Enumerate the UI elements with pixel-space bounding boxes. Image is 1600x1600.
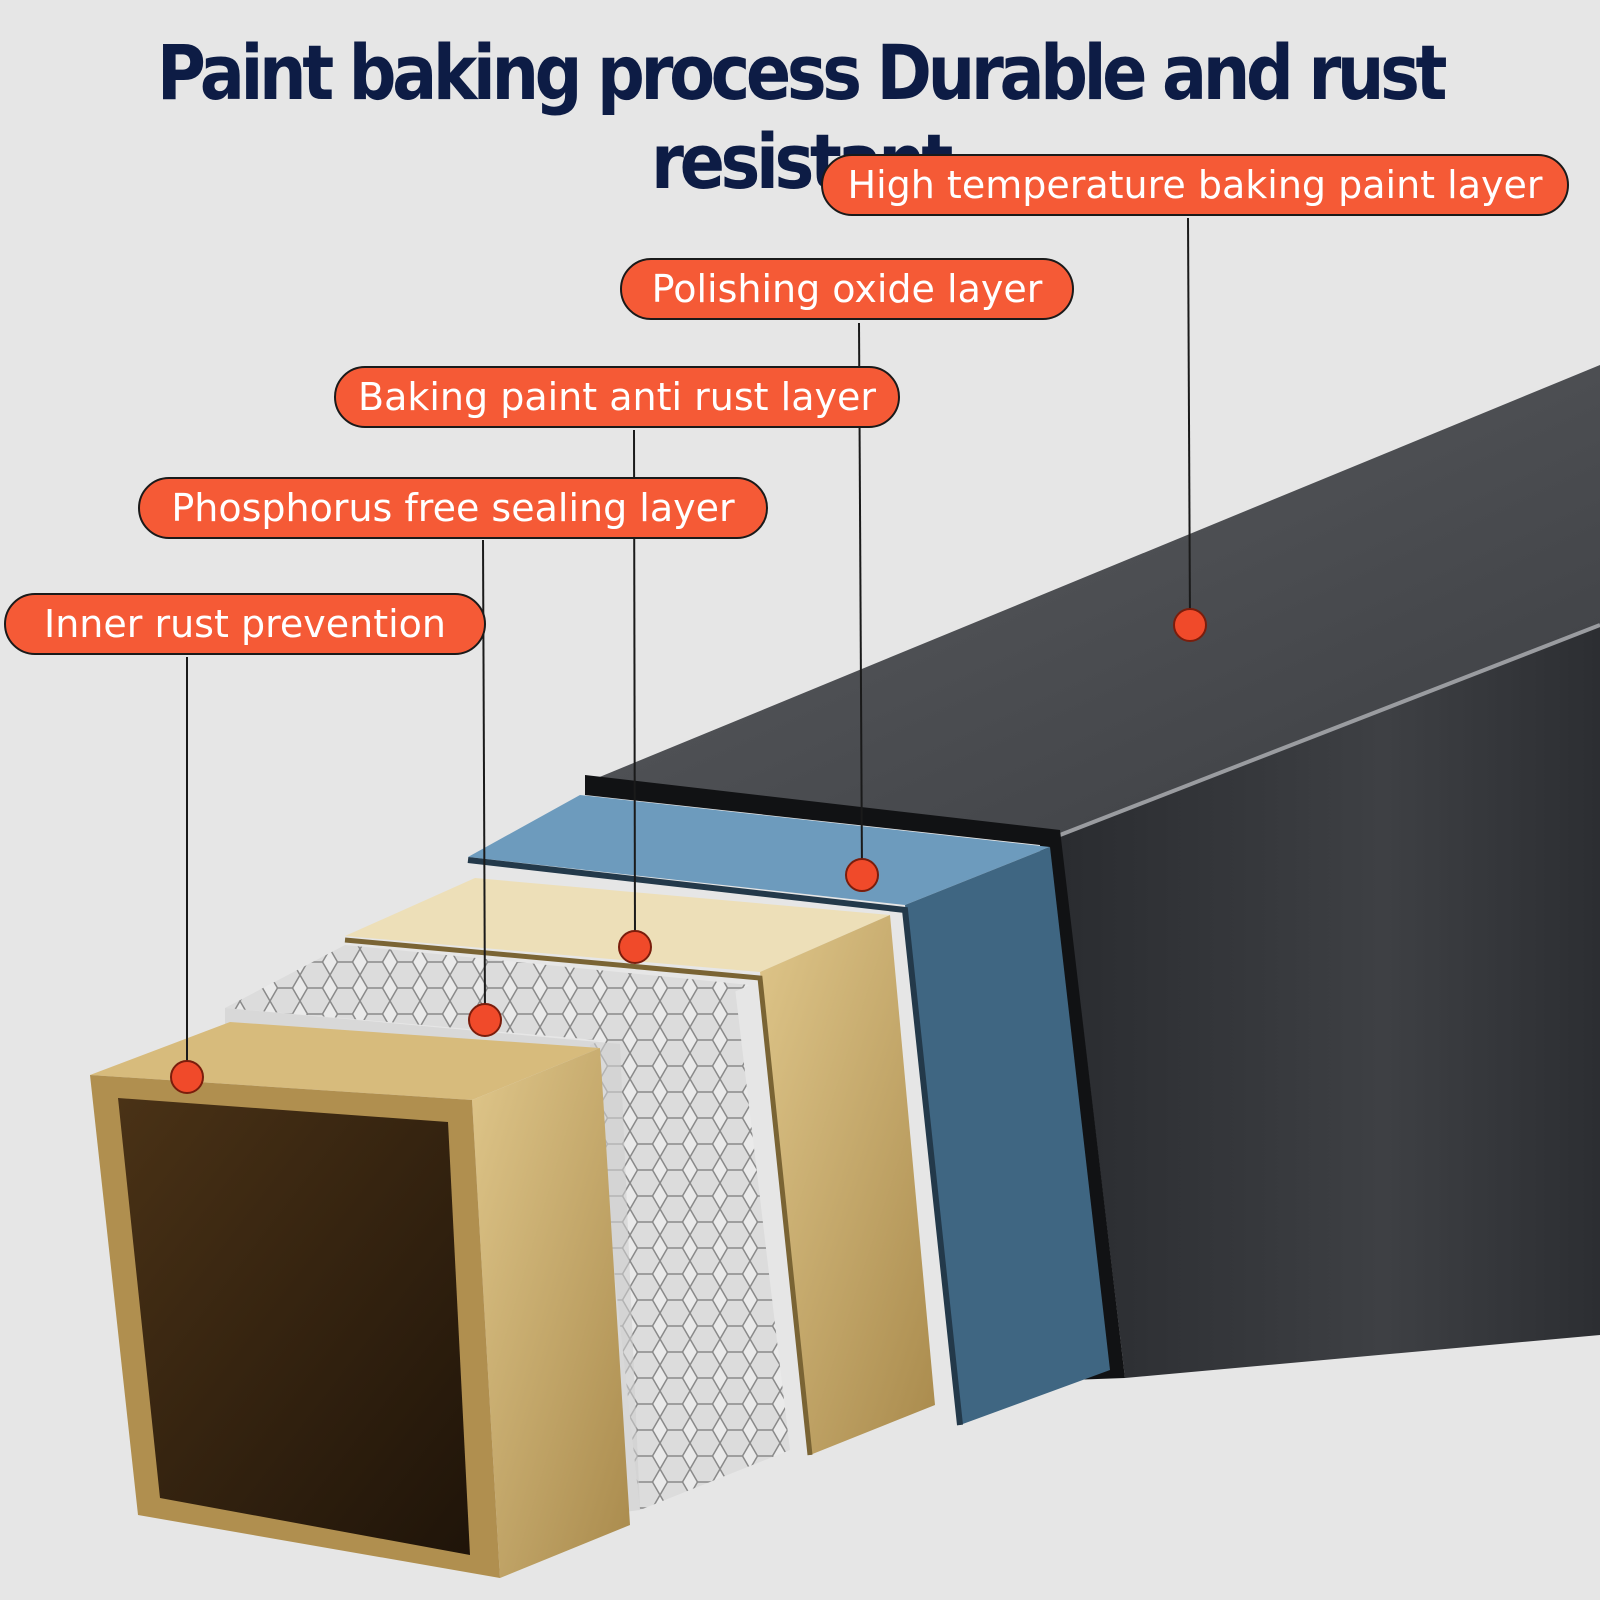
- marker-dot-polishing-oxide: [845, 858, 879, 892]
- layer-polishing-oxide: [467, 795, 1110, 1426]
- label-high-temperature-paint: High temperature baking paint layer: [821, 154, 1569, 216]
- label-phosphorus-free-sealing: Phosphorus free sealing layer: [138, 477, 768, 539]
- marker-dot-high-temperature: [1173, 608, 1207, 642]
- label-anti-rust: Baking paint anti rust layer: [334, 366, 900, 428]
- marker-dots: [170, 608, 1207, 1094]
- layer-anti-rust: [344, 878, 935, 1456]
- marker-dot-anti-rust: [618, 930, 652, 964]
- marker-dot-sealing: [468, 1003, 502, 1037]
- label-inner-rust-prevention: Inner rust prevention: [4, 593, 486, 655]
- marker-dot-inner-rust: [170, 1060, 204, 1094]
- label-polishing-oxide: Polishing oxide layer: [620, 258, 1074, 320]
- layer-inner-rust-prevention: [90, 1022, 630, 1578]
